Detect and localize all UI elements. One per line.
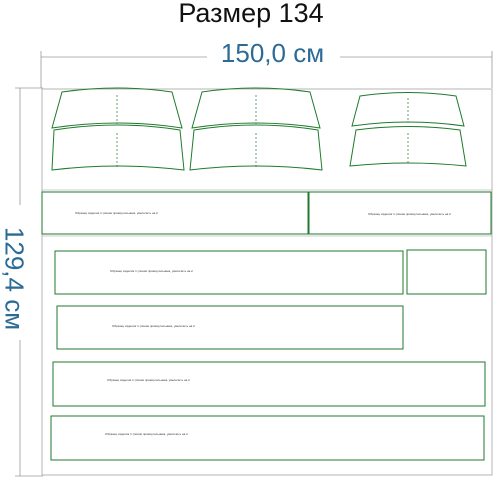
width-dimension-label: 150,0 см bbox=[205, 38, 340, 69]
pattern-strip bbox=[56, 305, 404, 350]
strip-label: Образец изделия 1 (линия прямоугольника,… bbox=[110, 269, 193, 273]
strip-label: Образец изделия 1 (линия прямоугольника,… bbox=[112, 324, 195, 328]
strip-label: Образец изделия 1 (линия прямоугольника,… bbox=[368, 212, 451, 216]
curved-pattern-piece bbox=[349, 126, 467, 167]
width-dimension-line bbox=[40, 51, 493, 88]
pattern-strip bbox=[308, 191, 492, 235]
fabric-sheet bbox=[41, 88, 493, 476]
pattern-strip bbox=[52, 361, 486, 407]
height-dimension-line bbox=[15, 87, 43, 477]
curved-pattern-piece bbox=[351, 92, 465, 127]
size-title: Размер 134 bbox=[178, 0, 324, 28]
curved-pattern-piece bbox=[51, 87, 183, 129]
strip-label: Образец изделия 1 (линия прямоугольника,… bbox=[75, 211, 158, 215]
curved-pattern-piece bbox=[191, 87, 321, 129]
pattern-strip bbox=[54, 250, 404, 295]
pattern-strip bbox=[41, 191, 309, 235]
curved-pattern-piece bbox=[189, 124, 323, 171]
strip-label: Образец изделия 1 (линия прямоугольника,… bbox=[107, 378, 190, 382]
curved-pattern-piece bbox=[51, 124, 185, 171]
strip-label: Образец изделия 1 (линия прямоугольника,… bbox=[105, 432, 188, 436]
pattern-strip bbox=[50, 415, 485, 461]
pattern-strip bbox=[406, 249, 487, 295]
